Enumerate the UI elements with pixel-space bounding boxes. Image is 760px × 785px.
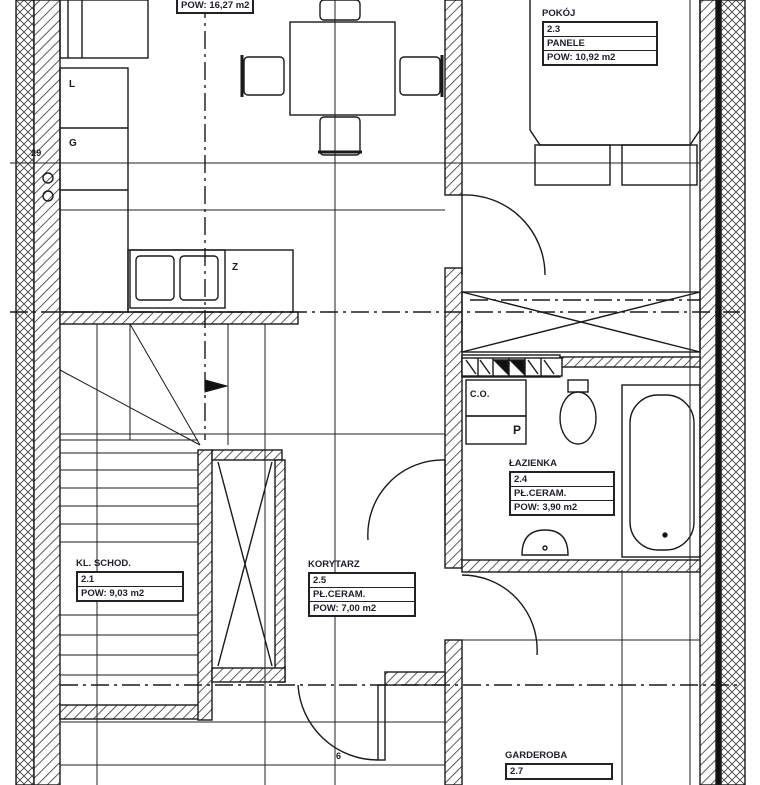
washbasin [521, 529, 569, 556]
room-number: 2.1 [78, 573, 182, 587]
door-garderoba [461, 574, 538, 656]
room-name: POKÓJ [542, 8, 576, 19]
room-label-kl-schod: KL. SCHOD. 2.1 POW: 9,03 m2 [76, 558, 184, 602]
dimension-29: 29 [31, 148, 42, 158]
dimension-6: 6 [336, 751, 342, 761]
right-wall [699, 0, 719, 785]
toilet [559, 391, 597, 445]
room-name: GARDEROBA [505, 750, 568, 761]
room-name: KL. SCHOD. [76, 558, 131, 569]
room-number: 2.7 [510, 766, 524, 777]
stove-marker: G [69, 138, 78, 149]
room-area: POW: 3,90 m2 [514, 502, 578, 513]
room-name: KORYTARZ [308, 559, 360, 570]
kitchen-wall [59, 311, 299, 325]
bed [529, 0, 701, 146]
room-label-top: POW: 16,27 m2 [176, 0, 255, 14]
room-label-pokoj: POKÓJ 2.3 PANELE POW: 10,92 m2 [542, 8, 658, 66]
sink [129, 249, 226, 309]
room-label-lazienka: ŁAZIENKA 2.4 PŁ.CERAM. POW: 3,90 m2 [509, 458, 615, 516]
door-stairs [297, 684, 379, 761]
staircase [59, 323, 229, 676]
sink-marker: Z [232, 262, 239, 273]
bathroom-bottom-wall [461, 559, 701, 573]
room-area: POW: 16,27 m2 [181, 0, 250, 11]
room-number: 2.5 [310, 574, 414, 588]
room-number: 2.4 [511, 473, 613, 487]
central-wall [444, 0, 463, 196]
room-area: POW: 10,92 m2 [547, 52, 616, 63]
room-number: 2.3 [544, 23, 656, 37]
co-marker: C.O. [470, 389, 490, 399]
room-area: POW: 9,03 m2 [81, 588, 145, 599]
fridge-marker: L [69, 79, 76, 90]
left-wall [33, 0, 61, 785]
room-area: POW: 7,00 m2 [313, 603, 377, 614]
room-floor: PANELE [544, 37, 656, 51]
ventilation-ducts [461, 357, 563, 377]
room-label-korytarz: KORYTARZ 2.5 PŁ.CERAM. POW: 7,00 m2 [308, 559, 416, 617]
door-pokoj [461, 194, 546, 276]
door-lazienka [367, 459, 446, 541]
room-floor: PŁ.CERAM. [310, 588, 414, 602]
right-insulation [720, 0, 746, 785]
room-floor: PŁ.CERAM. [511, 487, 613, 501]
p-marker: P [513, 423, 522, 437]
room-name: ŁAZIENKA [509, 458, 558, 469]
dining-table [289, 21, 396, 116]
room-label-garderoba: GARDEROBA 2.7 [505, 750, 613, 780]
bathtub [621, 384, 701, 558]
left-insulation [15, 0, 35, 785]
